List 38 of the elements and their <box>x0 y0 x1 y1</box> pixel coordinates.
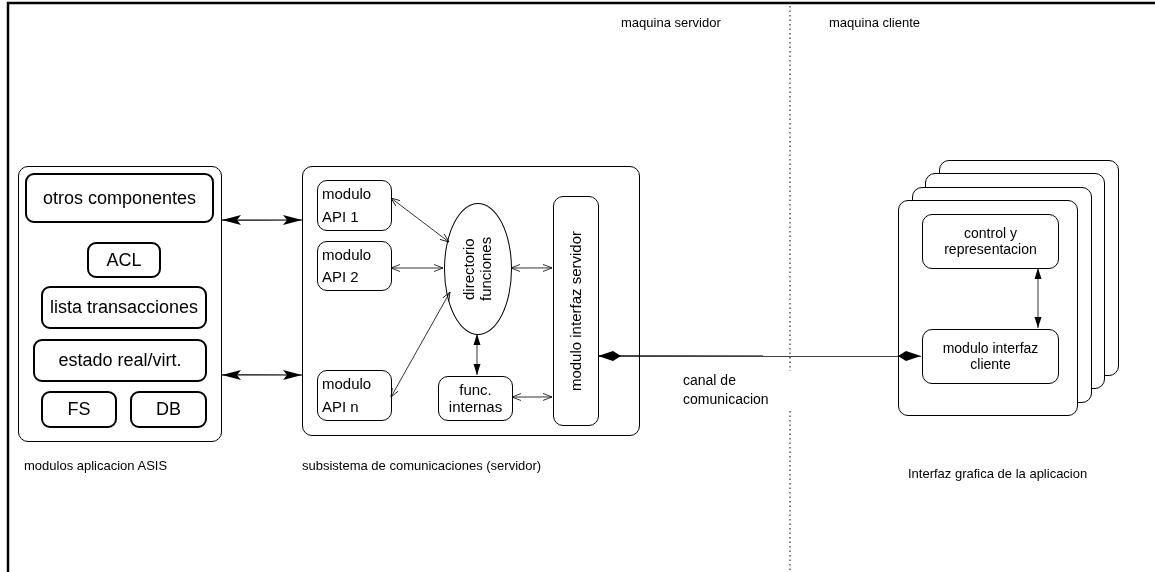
module-box <box>922 329 1059 384</box>
module-box <box>41 286 207 329</box>
panel-box <box>18 166 222 442</box>
module-box <box>25 173 214 223</box>
node-label: modulo API 2 <box>321 244 373 287</box>
node-label: lista transacciones <box>49 297 199 318</box>
module-box <box>553 196 599 426</box>
node-label: FS <box>67 399 91 420</box>
caption: Interfaz grafica de la aplicacion <box>908 466 1088 481</box>
caption: subsistema de comunicaciones (servidor) <box>302 458 542 473</box>
module-box <box>33 339 207 382</box>
module-box <box>130 391 207 428</box>
module-box <box>317 370 392 421</box>
node-label: DB <box>156 399 181 420</box>
node-label: estado real/virt. <box>58 350 182 371</box>
node-label: directorio funciones <box>461 235 495 304</box>
arrow <box>221 369 303 380</box>
arrow <box>221 215 303 226</box>
caption: modulos aplicacion ASIS <box>24 458 168 473</box>
node-label: modulo API n <box>321 374 373 417</box>
module-box <box>922 214 1059 269</box>
node-label: ACL <box>106 249 142 271</box>
node-label: func. internas <box>447 381 504 416</box>
module-box <box>87 242 161 278</box>
module-box <box>317 241 392 291</box>
node-label: control y representacion <box>943 225 1038 258</box>
panel-box <box>302 166 640 436</box>
node-label: modulo interfaz cliente <box>941 340 1040 373</box>
section-label: maquina servidor <box>621 15 721 30</box>
node-label: modulo API 1 <box>321 184 373 227</box>
module-box <box>438 376 513 421</box>
node-label: modulo interfaz servidor <box>567 230 585 392</box>
panel-box <box>898 200 1078 416</box>
section-label: maquina cliente <box>829 15 921 30</box>
edge-label: canal de comunicacion <box>683 371 793 409</box>
module-box <box>317 180 392 231</box>
node-label: otros componentes <box>42 187 197 209</box>
module-box <box>41 391 117 428</box>
